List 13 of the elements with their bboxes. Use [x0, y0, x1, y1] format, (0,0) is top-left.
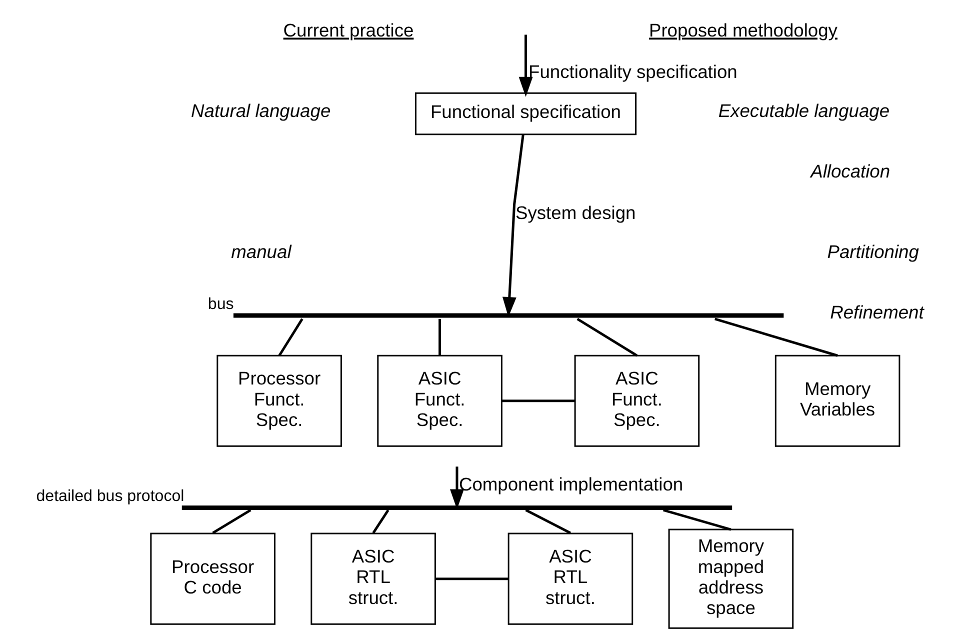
edge-label: Component implementation — [458, 473, 683, 494]
label: Proposed methodology — [648, 20, 837, 41]
node-label: detailed bus protocol — [36, 487, 184, 506]
edge-label: System design — [515, 202, 636, 223]
label: Partitioning — [826, 240, 918, 262]
label: Current practice — [282, 20, 414, 41]
node-label: bus — [207, 294, 234, 313]
label: Refinement — [830, 302, 924, 323]
edge-label: Functionality specification — [528, 60, 737, 82]
label: manual — [230, 240, 291, 262]
label: Allocation — [810, 160, 890, 182]
label: Executable language — [718, 100, 890, 121]
label: Natural language — [190, 100, 330, 121]
